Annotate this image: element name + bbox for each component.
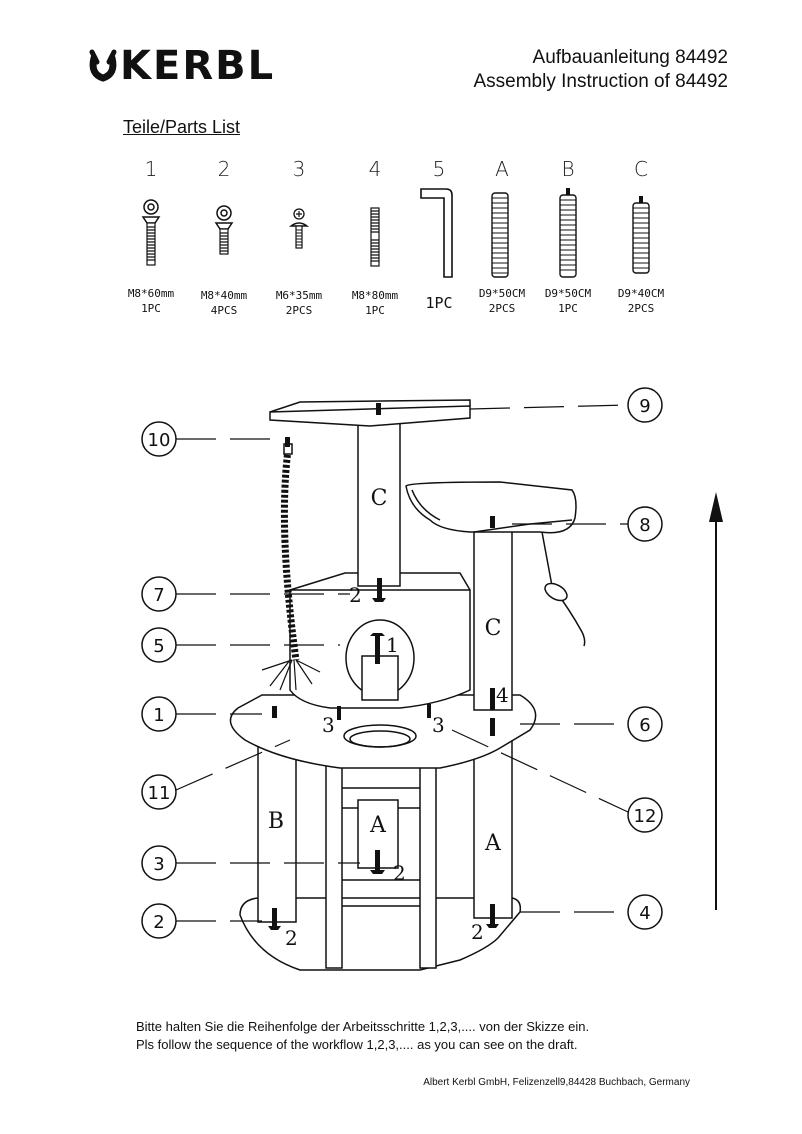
sisal-post-icon — [491, 192, 509, 278]
part-ref: 2 — [471, 920, 484, 944]
callout-label: 10 — [148, 430, 171, 451]
part-number: 4 — [368, 157, 382, 181]
arrow-up-icon — [709, 492, 723, 910]
parts-drawings — [141, 188, 650, 278]
part-ref: 4 — [496, 683, 509, 707]
post-label: A — [369, 813, 387, 838]
bolt-with-washer-icon — [214, 205, 234, 255]
post-c-right — [473, 527, 513, 711]
horns-icon — [89, 49, 117, 82]
phillips-screw-icon — [288, 208, 310, 249]
post-label: C — [485, 616, 502, 641]
callout-label: 9 — [639, 396, 650, 417]
threaded-rod-icon — [370, 207, 380, 267]
part-number: 1 — [144, 157, 158, 181]
callout-label: 5 — [153, 636, 164, 657]
title-german: Aufbauanleitung 84492 — [532, 47, 728, 68]
callout-label: 1 — [153, 705, 164, 726]
part-ref: 2 — [285, 926, 298, 950]
callout-label: 6 — [639, 715, 650, 736]
sisal-rope — [280, 449, 300, 661]
part-ref: 2 — [393, 861, 406, 885]
kerbl-logo: KERBL — [88, 46, 275, 86]
part-ref: 1 — [386, 633, 399, 657]
title-english: Assembly Instruction of 84492 — [473, 71, 728, 92]
part-number: A — [495, 157, 509, 181]
callout-label: 3 — [153, 854, 164, 875]
post-label: C — [371, 486, 388, 511]
callout-label: 11 — [148, 783, 171, 804]
part-ref: 3 — [322, 713, 335, 737]
support-leg — [419, 759, 437, 969]
part-number: B — [561, 157, 575, 181]
instruction-english: Pls follow the sequence of the workflow … — [136, 1037, 578, 1052]
callout-label: 8 — [639, 515, 650, 536]
bolt-with-washer-icon — [141, 199, 161, 266]
assembly-diagram: 10 7 5 1 11 3 2 9 8 6 12 4 C C B A A 2 1… — [141, 387, 723, 971]
logo-text: KERBL — [120, 43, 276, 89]
part-ref: 3 — [432, 713, 445, 737]
post-label: B — [268, 809, 284, 834]
callout-label: 4 — [639, 903, 650, 924]
hanging-toy — [544, 582, 568, 602]
part-number: C — [634, 157, 648, 181]
sisal-post-icon — [632, 196, 650, 274]
post-label: A — [484, 831, 502, 856]
callout-circles — [141, 387, 663, 939]
instruction-german: Bitte halten Sie die Reihenfolge der Arb… — [136, 1019, 590, 1034]
part-ref: 2 — [349, 583, 362, 607]
part-number: 2 — [217, 157, 231, 181]
part-spec: 1PC — [425, 294, 453, 312]
parts-list-heading: Teile/Parts List — [123, 117, 241, 137]
callout-label: 12 — [634, 806, 657, 827]
callout-label: 2 — [153, 912, 164, 933]
sisal-post-icon — [559, 188, 577, 278]
support-leg — [325, 759, 343, 969]
company-address: Albert Kerbl GmbH, Felizenzell9,84428 Bu… — [423, 1077, 690, 1088]
hammock-bed — [405, 481, 577, 534]
part-number: 3 — [292, 157, 306, 181]
part-number: 5 — [432, 157, 446, 181]
base-board — [239, 897, 522, 971]
allen-key-icon — [420, 188, 453, 278]
top-platform — [269, 405, 471, 427]
callout-label: 7 — [153, 585, 164, 606]
